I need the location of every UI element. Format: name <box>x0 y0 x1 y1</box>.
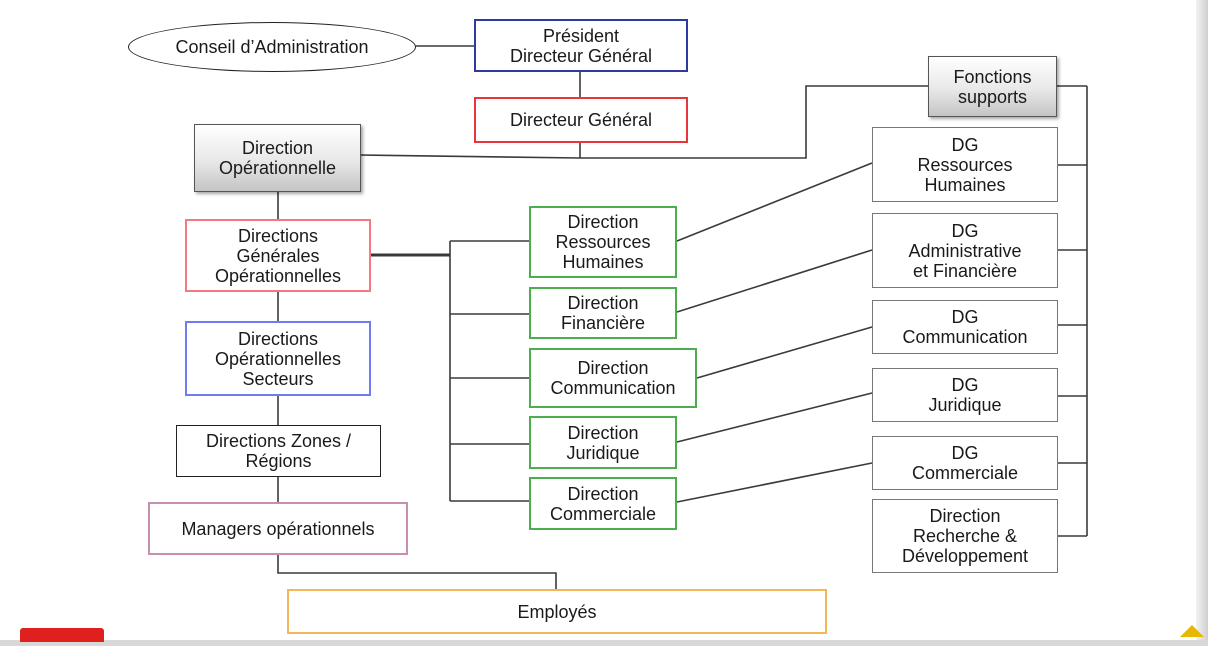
connector-managers-employes <box>277 555 557 589</box>
corner-triangle-icon <box>1180 625 1204 637</box>
node-direction-commerciale: Direction Commerciale <box>529 477 677 530</box>
connector-fin-dgaf <box>676 249 873 313</box>
node-directions-generales-operationnelles: Directions Générales Opérationnelles <box>185 219 371 292</box>
slide-frame-bottom <box>0 640 1208 646</box>
red-tab-decoration <box>20 628 104 642</box>
node-employes: Employés <box>287 589 827 634</box>
node-dg-administrative-financiere: DG Administrative et Financière <box>872 213 1058 288</box>
node-president-directeur-general: Président Directeur Général <box>474 19 688 72</box>
node-direction-recherche-developpement: Direction Recherche & Développement <box>872 499 1058 573</box>
node-direction-communication: Direction Communication <box>529 348 697 408</box>
node-dg-ressources-humaines: DG Ressources Humaines <box>872 127 1058 202</box>
node-direction-juridique: Direction Juridique <box>529 416 677 469</box>
connector-jur-dgjur <box>676 392 873 443</box>
node-conseil-administration: Conseil d’Administration <box>128 22 416 72</box>
connector-com-dgcom <box>696 326 873 379</box>
node-dg-juridique: DG Juridique <box>872 368 1058 422</box>
node-direction-financiere: Direction Financière <box>529 287 677 339</box>
node-direction-ressources-humaines: Direction Ressources Humaines <box>529 206 677 278</box>
node-dg-communication: DG Communication <box>872 300 1058 354</box>
node-directions-operationnelles-secteurs: Directions Opérationnelles Secteurs <box>185 321 371 396</box>
connector-rh-dgrh <box>676 162 873 242</box>
node-directions-zones-regions: Directions Zones / Régions <box>176 425 381 477</box>
connector-main-horizontal <box>359 85 928 159</box>
node-fonctions-supports: Fonctions supports <box>928 56 1057 117</box>
connector-commerciale-dgcom <box>676 462 873 503</box>
node-managers-operationnels: Managers opérationnels <box>148 502 408 555</box>
node-direction-operationnelle: Direction Opérationnelle <box>194 124 361 192</box>
slide-frame-right <box>1196 0 1208 646</box>
node-dg-commerciale: DG Commerciale <box>872 436 1058 490</box>
node-directeur-general: Directeur Général <box>474 97 688 143</box>
